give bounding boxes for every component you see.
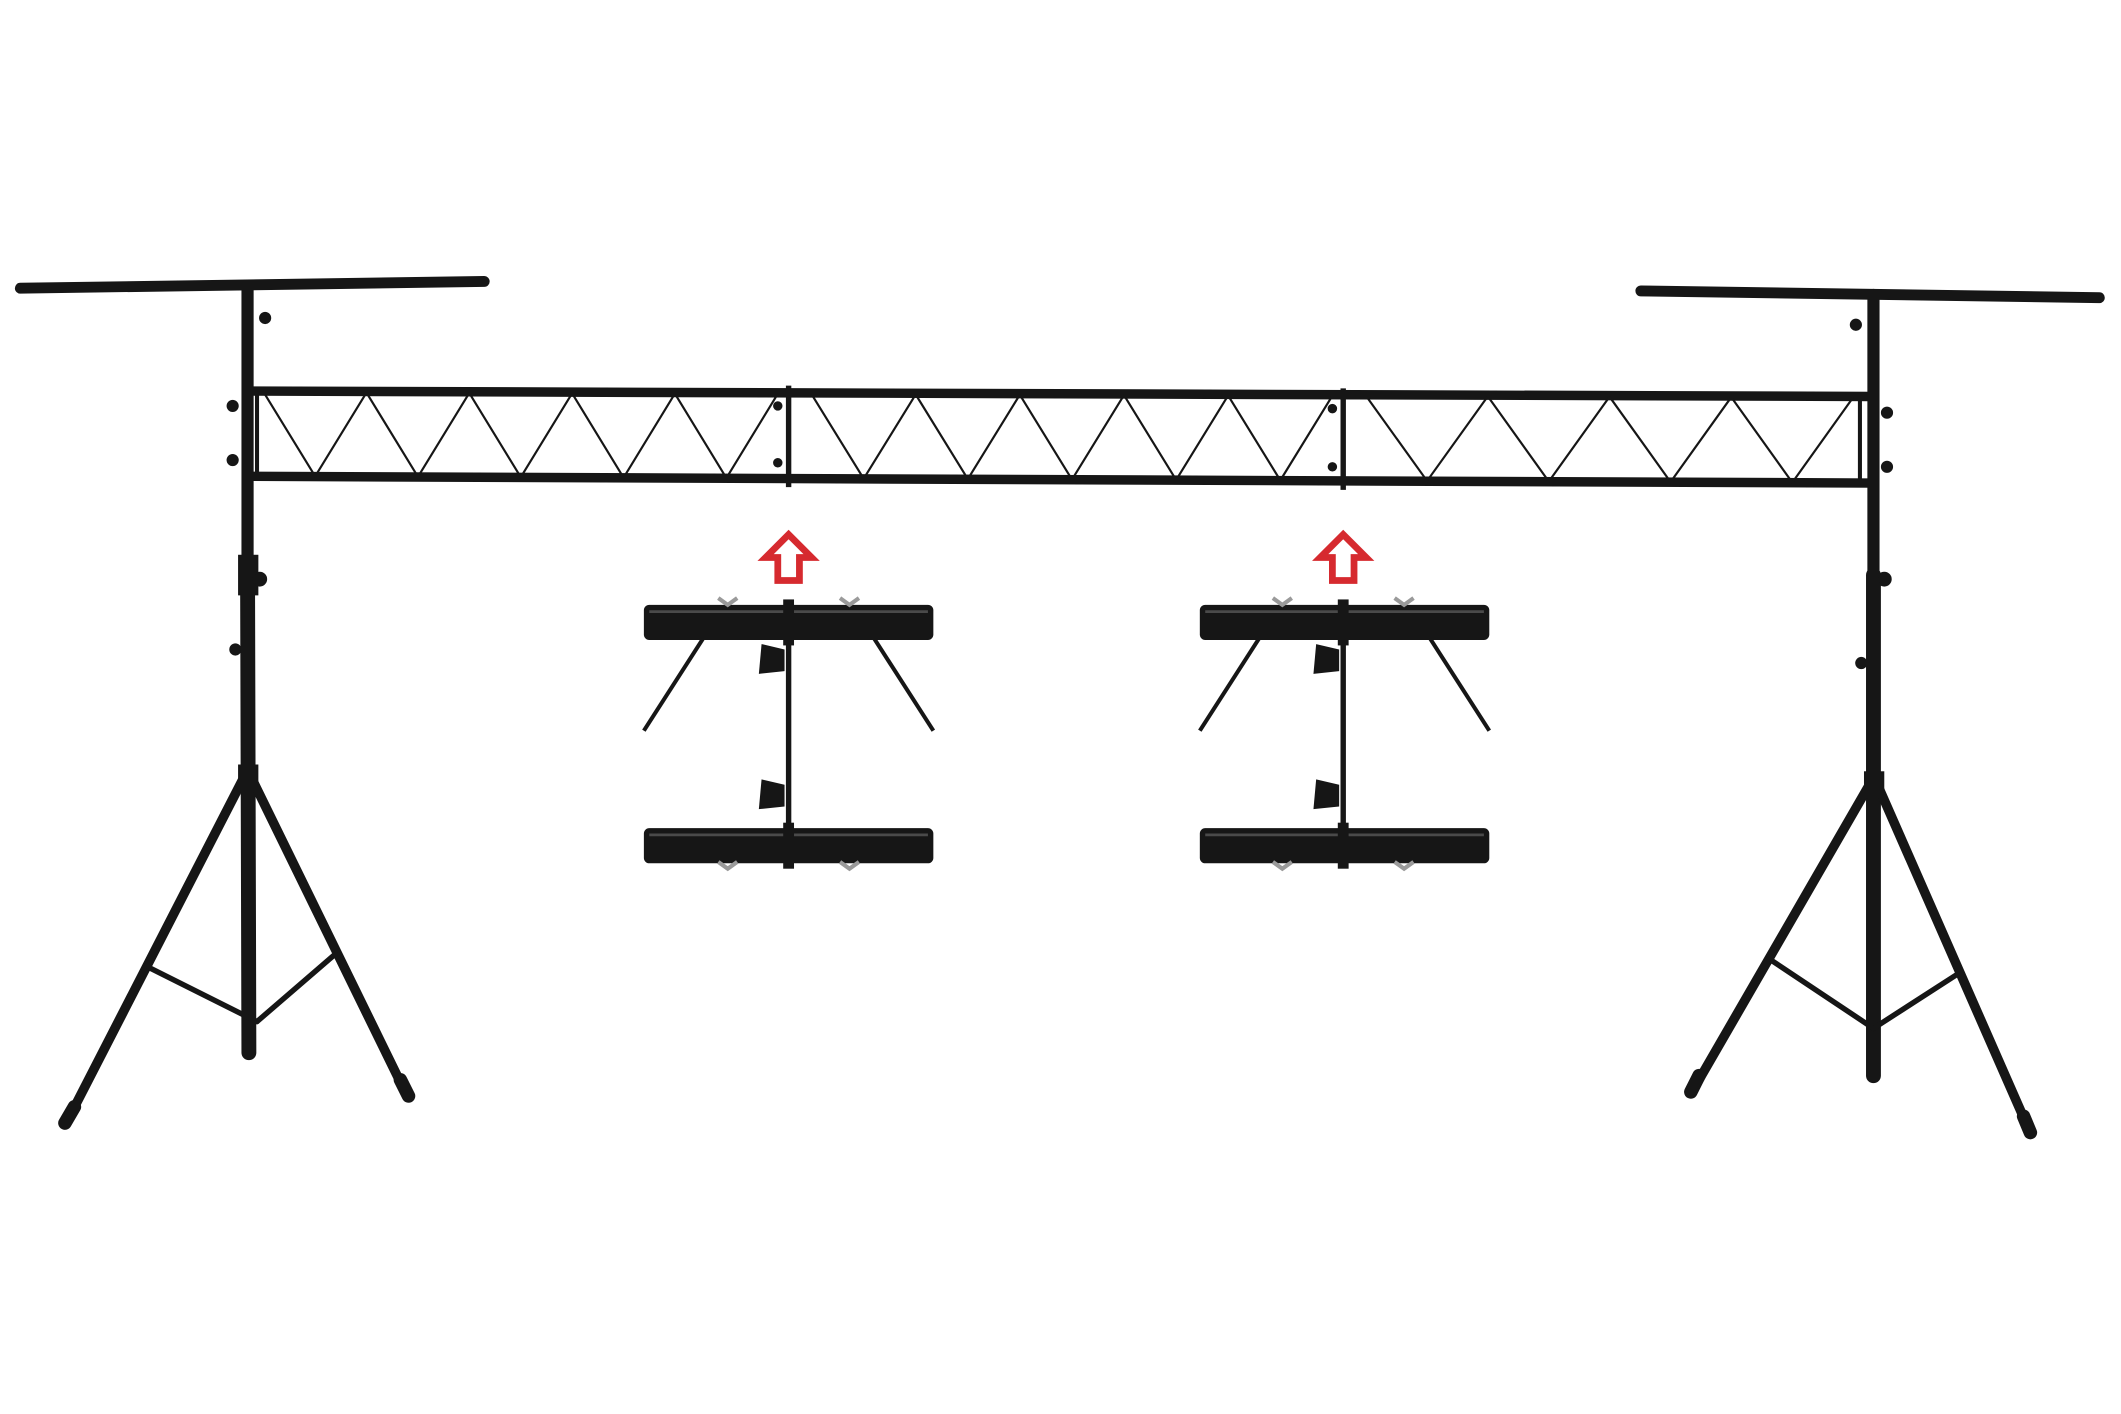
clamp [783, 822, 795, 869]
wing-nut [838, 860, 861, 872]
up-arrow-shape [1312, 529, 1375, 584]
knob [773, 458, 783, 468]
knob [229, 643, 242, 656]
joint-closeup-inset [1198, 596, 1492, 872]
left-stand [14, 276, 490, 1130]
joint-closeups [642, 596, 1492, 872]
knob [1880, 406, 1894, 419]
clamp [1337, 822, 1349, 869]
truss-webbing-group [262, 391, 1855, 485]
left-pole-lower [240, 560, 257, 1061]
truss-webbing [810, 393, 1334, 483]
left-collar [238, 554, 259, 596]
truss-beam [247, 385, 1874, 490]
truss-top-rail [247, 386, 1874, 402]
knob [252, 571, 268, 587]
right-leg-right [1872, 780, 2034, 1135]
knob [1880, 460, 1894, 473]
wing-nut [838, 596, 861, 608]
left-hub [238, 764, 259, 792]
knob [1849, 318, 1862, 331]
right-stand [1635, 285, 2105, 1140]
knob [226, 453, 239, 467]
joint-closeup-inset [642, 596, 936, 872]
left-leg-left [62, 773, 249, 1126]
wing-nut [1271, 860, 1293, 872]
wing-nut [1393, 860, 1415, 872]
knob [1855, 656, 1868, 670]
diagonal-strut [1426, 634, 1492, 732]
wing-nut [717, 596, 739, 608]
diagonal-strut [642, 634, 707, 732]
right-leg-left [1688, 780, 1875, 1094]
wing-knob [758, 779, 785, 810]
wing-knob [1313, 644, 1340, 674]
wing-knob [1313, 779, 1340, 810]
truss-joint-left [773, 385, 792, 488]
wing-nut [717, 860, 739, 872]
diagonal-strut [1198, 634, 1263, 732]
right-brace-right [1870, 971, 1961, 1032]
up-arrow-shape [757, 529, 820, 584]
wing-nut [1393, 596, 1415, 608]
diagonal-strut [870, 634, 936, 732]
foot [1684, 1068, 1706, 1099]
left-brace-right [254, 951, 339, 1025]
left-brace-left [146, 964, 260, 1025]
knob [1327, 462, 1338, 472]
wing-knob [758, 644, 785, 674]
knob [259, 311, 272, 325]
truss-bottom-rail [247, 471, 1874, 488]
knob [1876, 571, 1892, 587]
truss-joint-right [1327, 388, 1346, 490]
foot [2016, 1109, 2038, 1140]
knob [773, 401, 783, 411]
foot [393, 1073, 416, 1103]
knob [1327, 403, 1338, 414]
up-arrow-icon [757, 529, 820, 584]
right-brace-left [1769, 958, 1877, 1032]
truss-webbing [262, 391, 779, 481]
foot [58, 1100, 82, 1130]
left-leg-right [246, 773, 411, 1099]
up-arrow-icon [1312, 529, 1375, 584]
clamp [1337, 599, 1349, 646]
right-hub [1863, 771, 1885, 799]
truss-webbing [1365, 395, 1855, 485]
clamp [783, 599, 795, 646]
knob [226, 399, 239, 413]
wing-nut [1271, 596, 1293, 608]
